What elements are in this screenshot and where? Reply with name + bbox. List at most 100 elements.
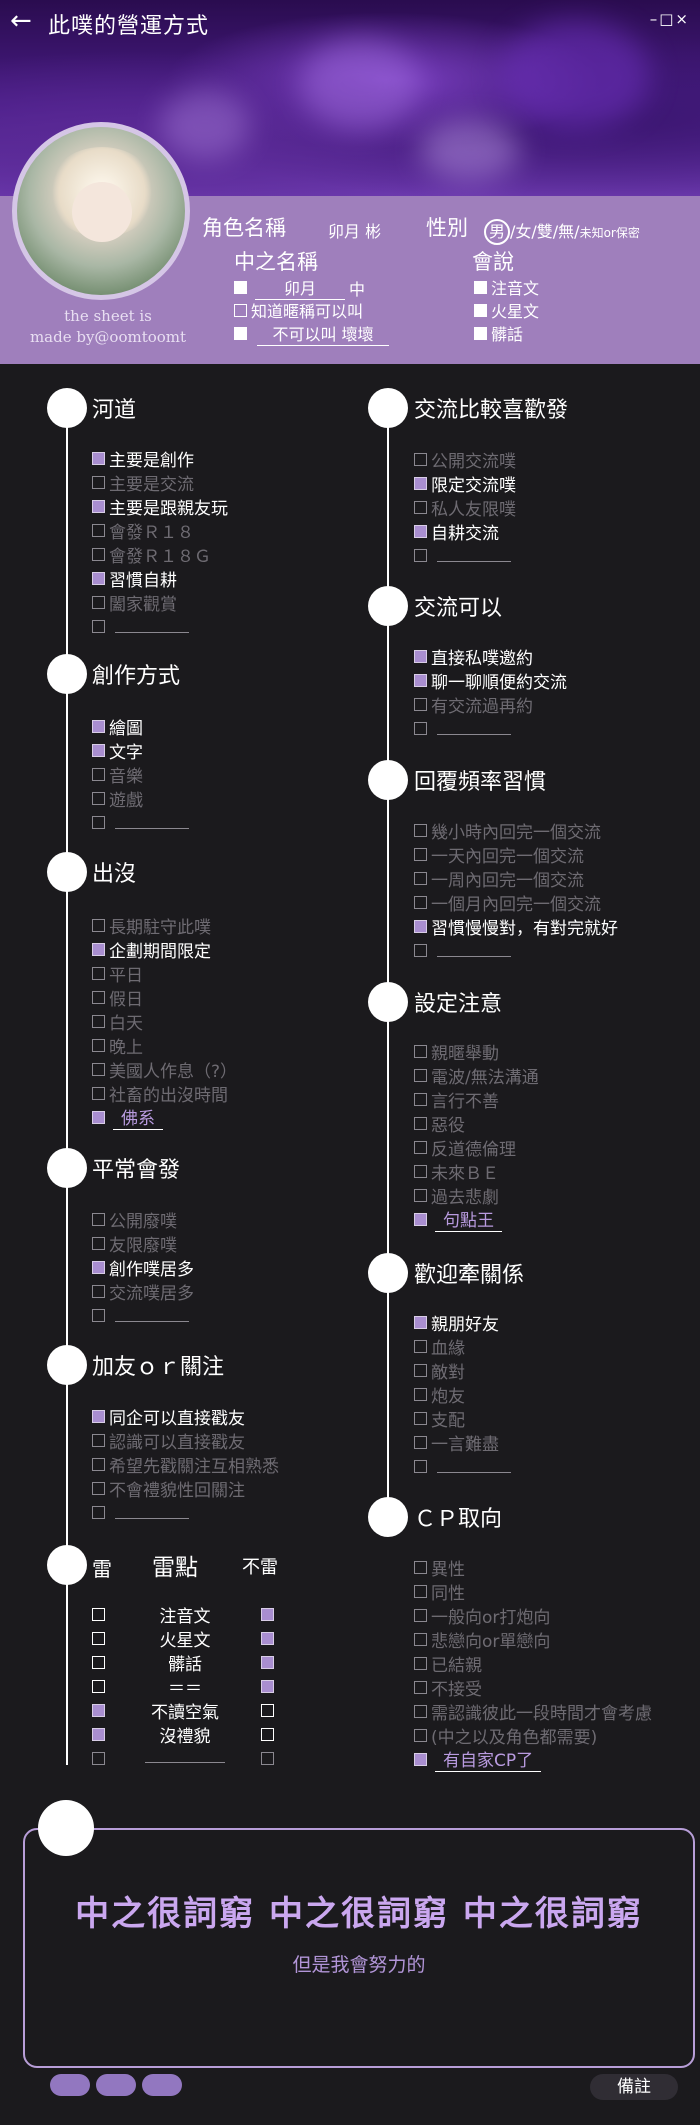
checkbox[interactable] xyxy=(414,943,427,957)
checkbox[interactable] xyxy=(92,1014,105,1028)
checkbox[interactable] xyxy=(92,595,105,609)
back-arrow-icon[interactable]: ← xyxy=(10,6,32,36)
checkbox[interactable] xyxy=(414,1164,427,1178)
leidian-left-checkbox[interactable] xyxy=(92,1631,105,1645)
checkbox[interactable] xyxy=(234,327,247,340)
remark-button[interactable]: 備註 xyxy=(590,2074,678,2100)
checkbox[interactable] xyxy=(92,523,105,537)
list-item[interactable]: 一個月內回完一個交流 xyxy=(414,890,618,915)
list-item[interactable]: 同企可以直接戳友 xyxy=(92,1404,279,1429)
checkbox[interactable] xyxy=(414,1044,427,1058)
checkbox[interactable] xyxy=(92,451,105,465)
list-item[interactable]: 文字 xyxy=(92,738,189,763)
checkbox[interactable] xyxy=(414,847,427,861)
list-item[interactable]: 音樂 xyxy=(92,762,189,787)
checkbox[interactable] xyxy=(92,1481,105,1495)
list-item[interactable]: 不接受 xyxy=(414,1675,652,1700)
leidian-left-checkbox[interactable] xyxy=(92,1607,105,1621)
list-item[interactable]: 言行不善 xyxy=(414,1087,539,1112)
checkbox[interactable] xyxy=(92,743,105,757)
checkbox[interactable] xyxy=(92,571,105,585)
blank-item[interactable] xyxy=(92,614,228,638)
checkbox[interactable] xyxy=(414,697,427,711)
checkbox[interactable] xyxy=(92,942,105,956)
checkbox[interactable] xyxy=(414,1188,427,1202)
nav-pill-2[interactable] xyxy=(96,2074,136,2096)
list-item[interactable]: 繪圖 xyxy=(92,714,189,739)
list-item[interactable]: 平日 xyxy=(92,961,237,986)
list-item[interactable]: 公開交流噗 xyxy=(414,447,516,472)
checkbox[interactable] xyxy=(414,1435,427,1449)
checkbox[interactable] xyxy=(414,1363,427,1377)
list-item[interactable]: 遊戲 xyxy=(92,786,189,811)
custom-item[interactable]: 佛系 xyxy=(92,1105,237,1130)
list-item[interactable]: 創作噗居多 xyxy=(92,1255,194,1280)
leidian-right-checkbox[interactable] xyxy=(261,1655,274,1669)
list-item[interactable]: 美國人作息（?） xyxy=(92,1057,237,1082)
checkbox[interactable] xyxy=(92,990,105,1004)
blank-item[interactable] xyxy=(92,1303,194,1327)
checkbox[interactable] xyxy=(414,1584,427,1598)
checkbox[interactable] xyxy=(92,815,105,829)
checkbox[interactable] xyxy=(414,548,427,562)
checkbox[interactable] xyxy=(414,1752,427,1766)
checkbox[interactable] xyxy=(414,823,427,837)
checkbox[interactable] xyxy=(92,547,105,561)
checkbox[interactable] xyxy=(414,1116,427,1130)
checkbox[interactable] xyxy=(414,1728,427,1742)
list-item[interactable]: 習慣慢慢對，有對完就好 xyxy=(414,914,618,939)
leidian-left-checkbox[interactable] xyxy=(92,1679,105,1693)
blank-item[interactable] xyxy=(414,543,516,567)
checkbox[interactable] xyxy=(92,1284,105,1298)
blank-item[interactable] xyxy=(92,810,189,834)
leidian-right-checkbox[interactable] xyxy=(261,1631,274,1645)
checkbox[interactable] xyxy=(92,475,105,489)
list-item[interactable]: 企劃期間限定 xyxy=(92,937,237,962)
list-item[interactable]: 會發Ｒ１８Ｇ xyxy=(92,542,228,567)
checkbox[interactable] xyxy=(92,1457,105,1471)
checkbox[interactable] xyxy=(414,1315,427,1329)
list-item[interactable]: 假日 xyxy=(92,985,237,1010)
gender-selected[interactable]: 男 xyxy=(484,219,510,245)
leidian-right-checkbox[interactable] xyxy=(261,1727,274,1741)
checkbox[interactable] xyxy=(414,1092,427,1106)
blank-item[interactable] xyxy=(414,1454,511,1478)
nav-pill-1[interactable] xyxy=(50,2074,90,2096)
list-item[interactable]: 電波/無法溝通 xyxy=(414,1063,539,1088)
list-item[interactable]: 闔家觀賞 xyxy=(92,590,228,615)
list-item[interactable]: 認識可以直接戳友 xyxy=(92,1428,279,1453)
checkbox[interactable] xyxy=(414,1140,427,1154)
list-item[interactable]: 支配 xyxy=(414,1406,511,1431)
list-item[interactable]: 不會禮貌性回關注 xyxy=(92,1476,279,1501)
checkbox[interactable] xyxy=(414,524,427,538)
list-item[interactable]: 異性 xyxy=(414,1555,652,1580)
checkbox[interactable] xyxy=(92,1038,105,1052)
checkbox[interactable] xyxy=(414,1632,427,1646)
checkbox[interactable] xyxy=(414,452,427,466)
checkbox[interactable] xyxy=(92,1260,105,1274)
checkbox[interactable] xyxy=(414,895,427,909)
checkbox[interactable] xyxy=(234,303,247,317)
blank-item[interactable] xyxy=(92,1500,279,1524)
checkbox[interactable] xyxy=(414,1068,427,1082)
list-item[interactable]: 限定交流噗 xyxy=(414,471,516,496)
list-item[interactable]: 長期駐守此噗 xyxy=(92,913,237,938)
list-item[interactable]: 一天內回完一個交流 xyxy=(414,842,618,867)
list-item[interactable]: (中之以及角色都需要) xyxy=(414,1723,652,1748)
list-item[interactable]: 會發Ｒ１８ xyxy=(92,518,228,543)
checkbox[interactable] xyxy=(92,918,105,932)
custom-item[interactable]: 句點王 xyxy=(414,1207,539,1232)
list-item[interactable]: 未來ＢＥ xyxy=(414,1159,539,1184)
checkbox[interactable] xyxy=(92,1433,105,1447)
blank-item[interactable] xyxy=(414,938,618,962)
checkbox[interactable] xyxy=(92,1505,105,1519)
list-item[interactable]: 悲戀向or單戀向 xyxy=(414,1627,652,1652)
checkbox[interactable] xyxy=(414,1387,427,1401)
list-item[interactable]: 聊一聊順便約交流 xyxy=(414,668,567,693)
checkbox[interactable] xyxy=(92,1110,105,1124)
speak-opt-1[interactable]: 火星文 xyxy=(474,298,539,322)
list-item[interactable]: 一言難盡 xyxy=(414,1430,511,1455)
list-item[interactable]: 主要是交流 xyxy=(92,470,228,495)
leidian-right-checkbox[interactable] xyxy=(261,1703,274,1717)
leidian-right-checkbox[interactable] xyxy=(261,1607,274,1621)
